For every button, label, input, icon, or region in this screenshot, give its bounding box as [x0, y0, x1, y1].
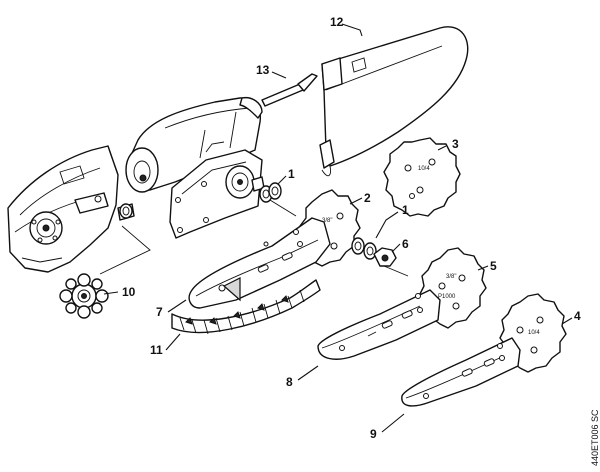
part-13-hex-key — [261, 73, 318, 107]
callout-8: 8 — [286, 375, 293, 389]
callout-2: 2 — [364, 191, 371, 205]
callout-7: 7 — [156, 305, 163, 319]
sprocket-4-marking: 10/4 — [528, 330, 540, 336]
sprocket-5-marking-a: 3/8" — [446, 274, 456, 280]
part-1-washer-lower — [351, 237, 377, 260]
callout-1-upper: 1 — [288, 167, 295, 181]
engine-housing — [7, 145, 135, 273]
part-12-cover — [319, 26, 469, 177]
callout-11: 11 — [150, 343, 163, 357]
part-11-saw-chain — [171, 279, 321, 335]
part-8-plate — [317, 289, 441, 360]
part-6-nut — [373, 247, 397, 267]
callout-9: 9 — [370, 427, 377, 441]
part-9-plate — [401, 337, 521, 407]
drawing-reference-code: 440ET006 SC — [590, 409, 600, 466]
callout-1-lower: 1 — [402, 203, 409, 217]
callout-6: 6 — [402, 237, 409, 251]
part-1-washer-upper — [259, 182, 282, 203]
part-10-chain-sprocket — [59, 273, 109, 319]
callout-labels: 12 13 3 1 2 1 6 5 4 10 7 11 8 9 — [122, 15, 581, 441]
part-7-guide-bar — [188, 217, 331, 309]
callout-12: 12 — [330, 15, 344, 29]
callout-10: 10 — [122, 285, 136, 299]
sprocket-3-marking: 10/4 — [418, 166, 430, 172]
callout-13: 13 — [256, 63, 270, 77]
callout-5: 5 — [490, 259, 497, 273]
alignment-lines — [99, 199, 409, 277]
part-3-sprocket: 10/4 — [383, 137, 461, 217]
callout-3: 3 — [452, 137, 459, 151]
leader-lines — [103, 23, 573, 433]
gearbox-motor — [125, 96, 265, 239]
callout-4: 4 — [574, 309, 581, 323]
sprocket-5-marking-b: P1000 — [438, 294, 456, 300]
sprocket-2-marking: 3/8" — [322, 218, 332, 224]
